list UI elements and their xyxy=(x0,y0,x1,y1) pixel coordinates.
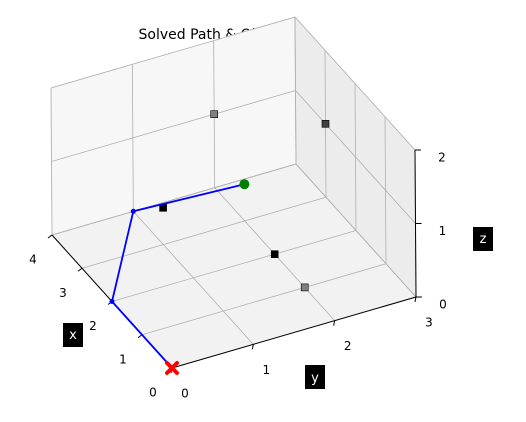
side-wall-grid-line xyxy=(295,90,416,224)
x-tick-label: 0 xyxy=(149,386,157,400)
y-tick-label: 1 xyxy=(262,363,270,377)
back-wall-grid-line xyxy=(51,163,297,236)
z-axis-label-bg xyxy=(473,227,493,251)
path-point xyxy=(109,299,115,304)
x-tick-label: 4 xyxy=(29,253,37,267)
x-axis-label-bg xyxy=(63,323,83,347)
z-tick-label: 0 xyxy=(439,298,447,312)
floor-grid-line xyxy=(141,263,387,336)
x-tick-mark xyxy=(77,267,83,272)
path-point xyxy=(130,208,136,214)
x-tick-mark xyxy=(47,234,53,239)
side-wall-grid-line xyxy=(295,163,417,298)
obstacle-marker xyxy=(210,110,218,118)
axes-panes xyxy=(50,15,417,369)
back-wall-grid-line xyxy=(50,16,296,89)
obstacle-marker xyxy=(270,250,279,258)
y-axis-label: y xyxy=(305,365,325,389)
y-axis-label-text: y xyxy=(311,371,319,386)
x-axis-label: x xyxy=(63,323,83,347)
x-axis-label-text: x xyxy=(69,328,77,343)
start-marker xyxy=(165,361,179,375)
floor-grid-line xyxy=(111,230,357,302)
y-axis-label-bg xyxy=(305,365,325,389)
obstacle-marker xyxy=(300,283,309,292)
obstacle-marker xyxy=(321,120,330,128)
side-wall-grid-line xyxy=(294,16,416,151)
goal-marker xyxy=(239,179,250,190)
x-tick-label: 3 xyxy=(59,286,67,300)
path-line xyxy=(111,183,245,369)
data-marks xyxy=(109,110,330,375)
grid-lines xyxy=(50,16,417,369)
z-axis-label: z xyxy=(473,227,493,251)
back-wall-grid-line xyxy=(51,90,296,162)
z-axis-label-text: z xyxy=(480,232,487,247)
x-tick-label: 1 xyxy=(119,352,127,366)
z-tick-label: 2 xyxy=(438,151,446,165)
y-tick-mark xyxy=(251,344,254,350)
start-marker-stroke xyxy=(165,361,179,375)
y-tick-label: 0 xyxy=(181,387,189,401)
z-tick-label: 1 xyxy=(439,224,447,238)
y-tick-label: 2 xyxy=(344,339,352,353)
y-axis-line xyxy=(171,296,417,369)
y-tick-mark xyxy=(333,320,336,326)
x-tick-label: 2 xyxy=(89,319,97,333)
floor-grid-line xyxy=(133,211,254,345)
y-tick-mark xyxy=(414,296,417,303)
y-tick-label: 3 xyxy=(425,316,433,330)
